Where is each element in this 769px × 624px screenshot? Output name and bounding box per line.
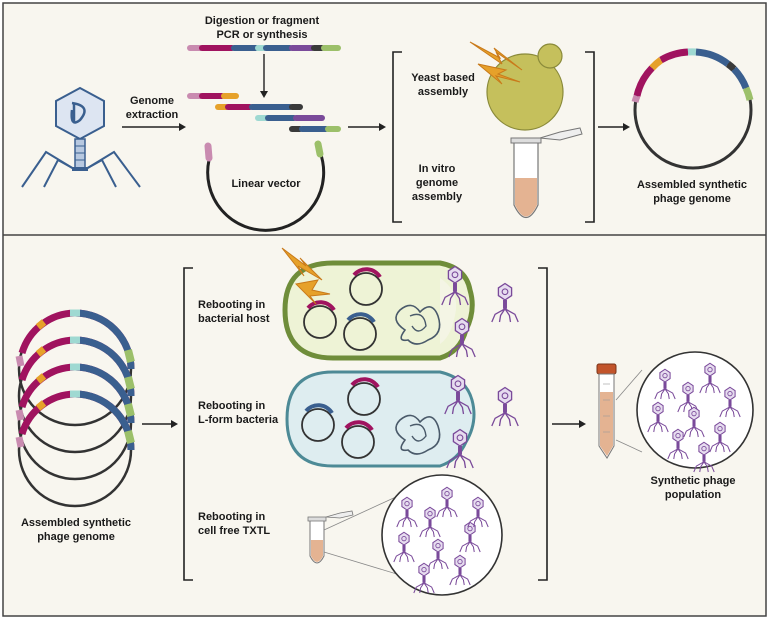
lform-cell-icon: [285, 370, 476, 468]
stacked-genomes-icon: [15, 309, 135, 508]
tube-icon: [510, 127, 583, 219]
lightning-icon: [469, 41, 523, 85]
reboot-txtl-label-1: Rebooting in: [198, 511, 265, 523]
bacterium-icon: [282, 260, 475, 361]
reboot-bacterial-label-2: bacterial host: [198, 313, 270, 325]
reboot-lform-label-2: L-form bacteria: [198, 414, 279, 426]
fragment-pieces: [187, 93, 341, 132]
assembled-top-label-1: Assembled synthetic: [637, 179, 747, 191]
phage-population-icon: [636, 351, 754, 473]
assembled-bottom-label-2: phage genome: [37, 531, 115, 543]
arrow-to-population: [552, 420, 586, 428]
arrow-extraction: [122, 123, 186, 131]
yeast-cell-icon: [486, 43, 564, 131]
genome-extraction-label-1: Genome: [130, 95, 174, 107]
reboot-lform-label-1: Rebooting in: [198, 400, 265, 412]
reboot-txtl-label-2: cell free TXTL: [198, 525, 270, 537]
rebooting-bracket-right: [538, 267, 548, 581]
txtl-phage-population: [381, 474, 503, 596]
digestion-label-2: PCR or synthesis: [216, 29, 307, 41]
assembled-top-label-2: phage genome: [653, 193, 731, 205]
invitro-label-1: In vitro: [419, 163, 456, 175]
linear-vector: [204, 140, 326, 232]
yeast-label-1: Yeast based: [411, 72, 475, 84]
phage-icon: [21, 86, 141, 188]
invitro-label-3: assembly: [412, 191, 463, 203]
rebooting-bracket-left: [183, 267, 193, 581]
assembled-genome-circle-top: [631, 48, 754, 170]
assembly-bracket-left: [392, 51, 402, 223]
reboot-bacterial-label-1: Rebooting in: [198, 299, 265, 311]
linear-vector-label: Linear vector: [231, 178, 301, 190]
assembly-bracket-right: [585, 51, 595, 223]
population-label-1: Synthetic phage: [651, 475, 736, 487]
lightning-icon-bacterial: [281, 247, 331, 305]
population-label-2: population: [665, 489, 721, 501]
falcon-tube-icon: [596, 363, 643, 459]
invitro-label-2: genome: [416, 177, 458, 189]
arrow-to-assembled: [598, 123, 630, 131]
genome-extraction-label-2: extraction: [126, 109, 179, 121]
assembled-bottom-label-1: Assembled synthetic: [21, 517, 131, 529]
digestion-label-1: Digestion or fragment: [205, 15, 320, 27]
yeast-label-2: assembly: [418, 86, 469, 98]
arrow-digestion: [260, 54, 268, 98]
arrow-to-assembly: [348, 123, 386, 131]
arrow-to-rebooting: [142, 420, 178, 428]
